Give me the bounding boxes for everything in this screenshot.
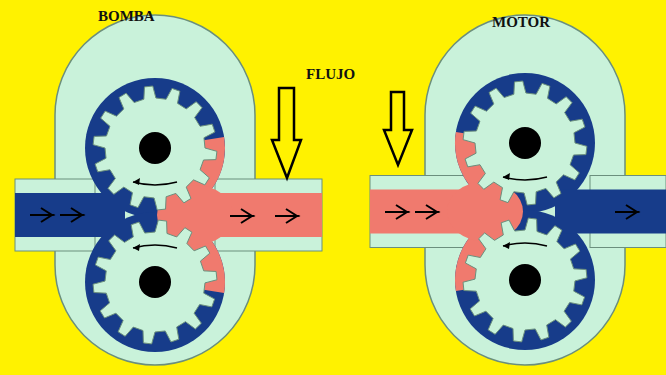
arrow-head [133,178,140,185]
flow-direction-arrow [272,88,301,178]
flow-arrow [30,208,52,222]
rotation-arrow [503,177,547,180]
part-label: BOMBA [98,8,155,25]
fluid-outlet [555,190,666,234]
gear [93,86,217,210]
gear-shaft [509,264,541,296]
part-label: MOTOR [492,14,550,31]
flow-direction-arrow [384,92,412,165]
flow-arrow [385,205,407,219]
gear [463,81,587,205]
fluid-inlet [15,193,125,237]
flow-arrow [275,209,297,223]
gear [463,218,587,342]
flow-arrow [415,205,437,219]
gear-shaft [139,266,171,298]
flow-arrow [230,209,252,223]
arrow-head [503,173,510,180]
part-label: FLUJO [306,66,355,83]
flow-arrow [615,205,637,219]
gear-shaft [509,127,541,159]
arrow-head [503,242,510,249]
gear-shaft [139,132,171,164]
flow-arrow [60,208,82,222]
gear [93,220,217,344]
rotation-arrow [133,182,177,185]
arrow-head [133,244,140,251]
